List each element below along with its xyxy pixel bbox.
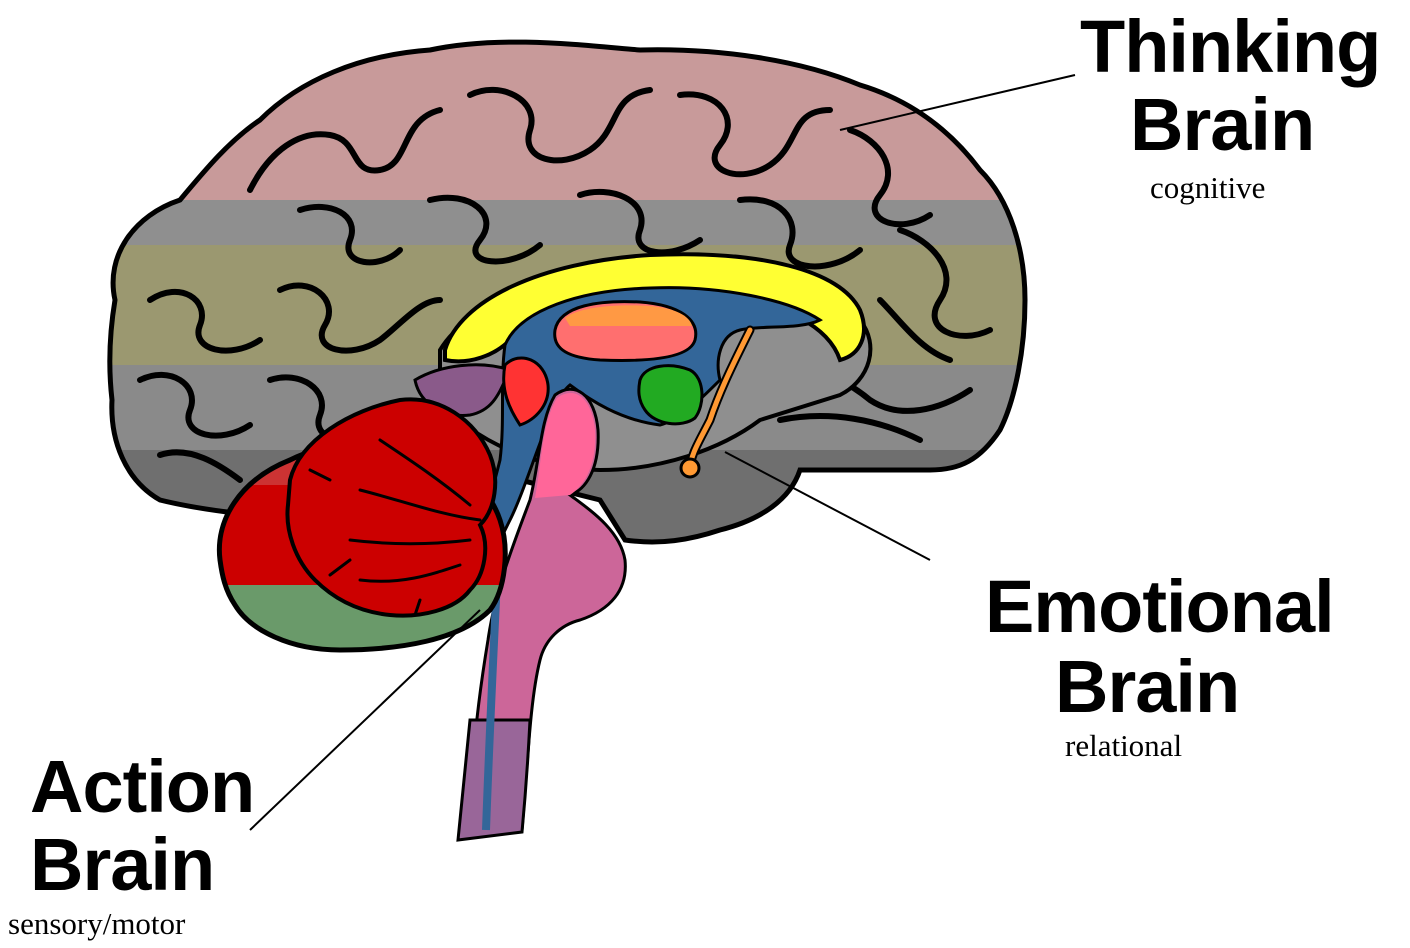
action-brain-line1: Action [30, 750, 254, 824]
emotional-brain-line1: Emotional [985, 570, 1334, 644]
emotional-brain-sub: relational [1065, 730, 1182, 761]
emotional-brain-line2: Brain [1055, 650, 1239, 724]
spinal-cord [458, 720, 530, 840]
hypothalamus [639, 366, 702, 424]
thinking-brain-line2: Brain [1130, 88, 1314, 162]
action-brain-sub: sensory/motor [8, 908, 185, 939]
thinking-brain-sub: cognitive [1150, 172, 1265, 203]
pituitary [681, 459, 699, 477]
action-brain-line2: Brain [30, 828, 214, 902]
thinking-brain-line1: Thinking [1080, 10, 1380, 84]
